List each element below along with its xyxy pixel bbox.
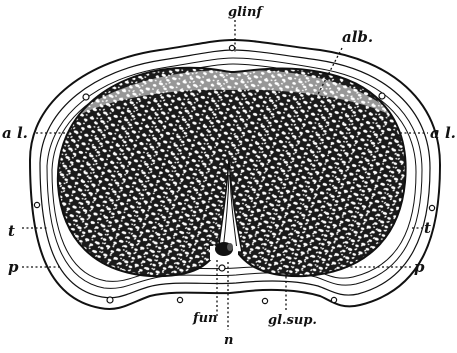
label-al-right: a l. [430, 124, 456, 142]
label-p-left: p [8, 258, 19, 276]
label-alb: alb. [342, 28, 373, 46]
central-structure [210, 242, 238, 271]
label-gl-sup: gl.sup. [268, 313, 317, 328]
label-al-left: a l. [2, 124, 28, 142]
label-n: n [224, 333, 233, 348]
label-t-right: t [424, 219, 431, 237]
label-t-left: t [8, 222, 15, 240]
label-gl-inf: glinf [228, 5, 264, 20]
label-fun: fun [192, 311, 218, 326]
label-p-right: p [414, 258, 425, 276]
